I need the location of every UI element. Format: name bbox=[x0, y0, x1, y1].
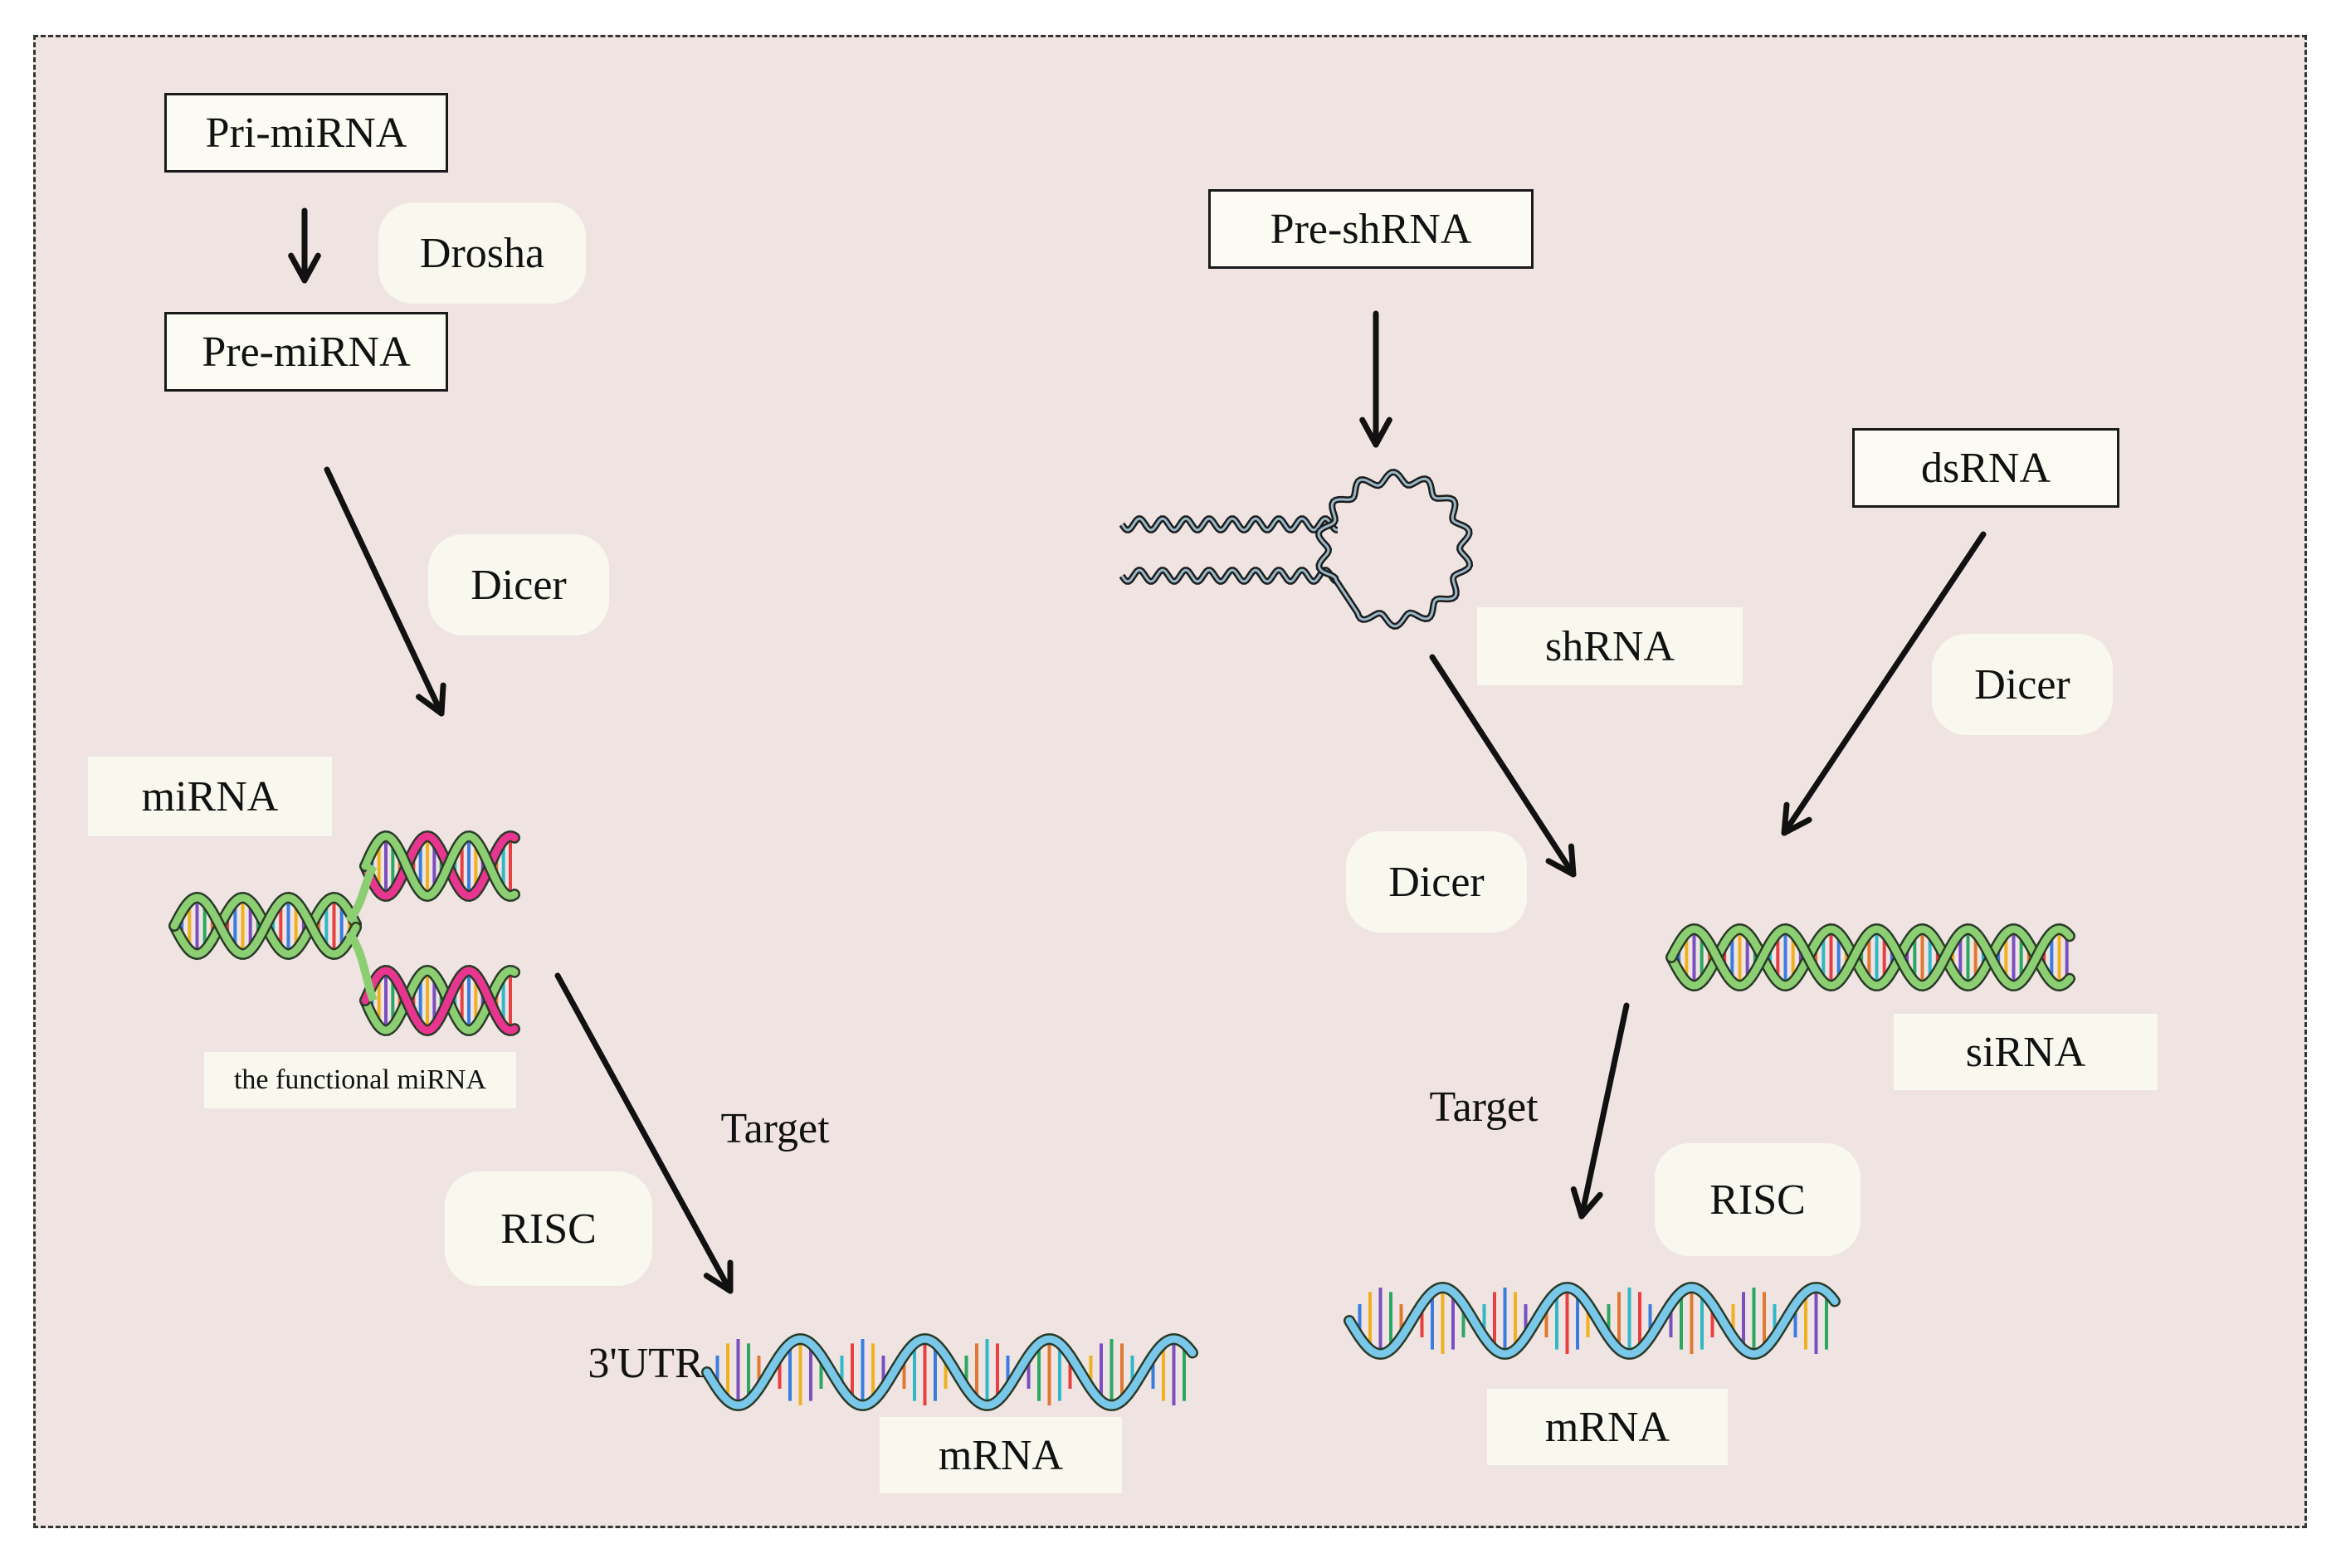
risc-label-mirna: RISC bbox=[445, 1171, 652, 1286]
arrow-pri-to-pre bbox=[288, 207, 321, 284]
pre-shrna-box: Pre-shRNA bbox=[1208, 189, 1534, 269]
dicer-label-mirna: Dicer bbox=[428, 534, 609, 635]
mrna-helix-mirna bbox=[701, 1333, 1198, 1411]
mirna-upper-arm-helix bbox=[359, 830, 520, 903]
pri-mirna-box: Pri-miRNA bbox=[164, 93, 448, 173]
shrna-label: shRNA bbox=[1477, 607, 1743, 685]
sirna-helix bbox=[1665, 923, 2075, 992]
arrows bbox=[288, 207, 1987, 1294]
mirna-label: miRNA bbox=[88, 757, 332, 836]
mirna-fork bbox=[344, 864, 378, 1002]
arrow-shrna-to-sirna bbox=[1429, 654, 1577, 878]
dsrna-box: dsRNA bbox=[1852, 428, 2119, 508]
pre-mirna-box: Pre-miRNA bbox=[164, 312, 448, 392]
target-label-mirna: Target bbox=[720, 1104, 830, 1152]
shrna-hairpin bbox=[1119, 469, 1474, 630]
arrow-sirna-to-mrna bbox=[1570, 1002, 1630, 1220]
arrow-preshrna-to-shrna bbox=[1359, 310, 1392, 448]
mrna-label-sirna: mRNA bbox=[1487, 1389, 1728, 1465]
risc-label-sirna: RISC bbox=[1655, 1143, 1861, 1256]
utr-label: 3'UTR bbox=[588, 1339, 704, 1387]
mirna-stem-helix bbox=[168, 891, 362, 961]
drosha-label: Drosha bbox=[378, 202, 586, 304]
mirna-lower-arm-helix bbox=[359, 964, 520, 1037]
dicer-label-dsrna: Dicer bbox=[1932, 634, 2113, 735]
arrow-dsrna-to-sirna bbox=[1781, 531, 1987, 836]
arrow-mirna-to-mrna bbox=[554, 972, 734, 1294]
helices bbox=[168, 469, 2075, 1411]
functional-mirna-label: the functional miRNA bbox=[204, 1052, 516, 1108]
mrna-helix-sirna bbox=[1344, 1282, 1841, 1360]
sirna-label: siRNA bbox=[1894, 1014, 2158, 1090]
target-label-sirna: Target bbox=[1429, 1083, 1539, 1131]
mrna-label-mirna: mRNA bbox=[880, 1417, 1122, 1493]
arrow-pre-to-mirna bbox=[324, 466, 446, 717]
dicer-label-shrna: Dicer bbox=[1346, 831, 1527, 933]
